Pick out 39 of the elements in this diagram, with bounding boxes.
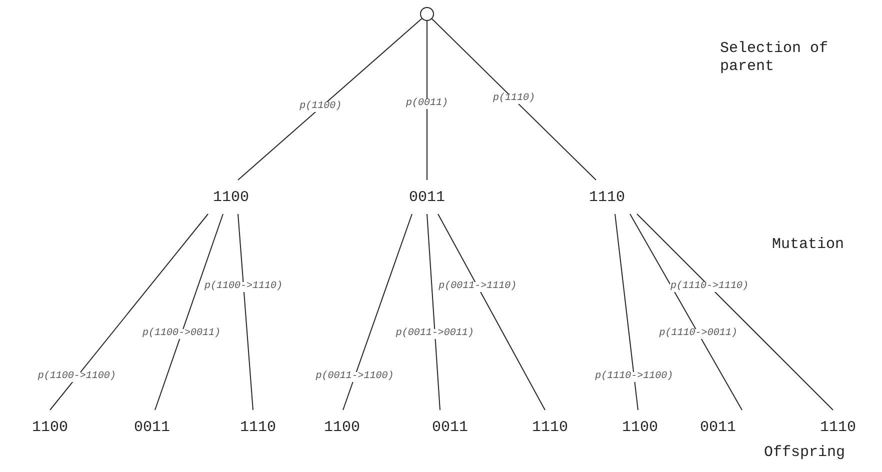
edge-label: p(0011) [405,98,449,109]
stage-label: Selection of parent [720,40,830,76]
edge-label: p(1100->1110) [204,282,284,292]
edge-label: p(1110) [492,94,536,104]
bit-string: 1110 [532,420,568,434]
bit-string: 0011 [408,190,445,204]
connector-line [636,214,834,410]
bit-string: 0011 [700,420,736,434]
stage-label: Mutation [772,236,846,254]
edge-label: p(1100->0011) [142,328,222,339]
bit-string: 1100 [212,190,249,204]
edge-label: p(1110->0011) [658,328,738,339]
edge-label: p(0011->1100) [314,372,395,382]
edge-label: p(1100->1100) [36,372,117,382]
bit-string: 1100 [622,420,658,434]
edge-label: p(1110->1110) [670,282,750,292]
connector-line [238,18,422,180]
connector-line [50,214,208,410]
connector-line [630,214,742,410]
stage-label: Offspring [764,444,846,462]
edge-label: p(1100) [298,102,343,112]
connector-line [426,20,428,180]
bit-string: 1110 [240,420,276,434]
edge-label: p(0011->1110) [438,282,518,292]
bit-string: 1110 [820,420,856,434]
edge-label: p(0011->0011) [394,328,475,339]
bit-string: 1110 [588,190,625,204]
connector-line [238,214,254,410]
bit-string: 1100 [324,420,360,434]
edge-label: p(1110->1100) [594,372,674,382]
connector-line [154,214,224,410]
bit-string: 0011 [134,420,170,434]
connector-line [432,18,596,180]
connector-line [438,214,546,410]
bit-string: 0011 [432,420,468,434]
connector-line [614,214,638,410]
connector-line [426,214,440,410]
bit-string: 1100 [32,420,68,434]
connector-line [342,214,412,410]
